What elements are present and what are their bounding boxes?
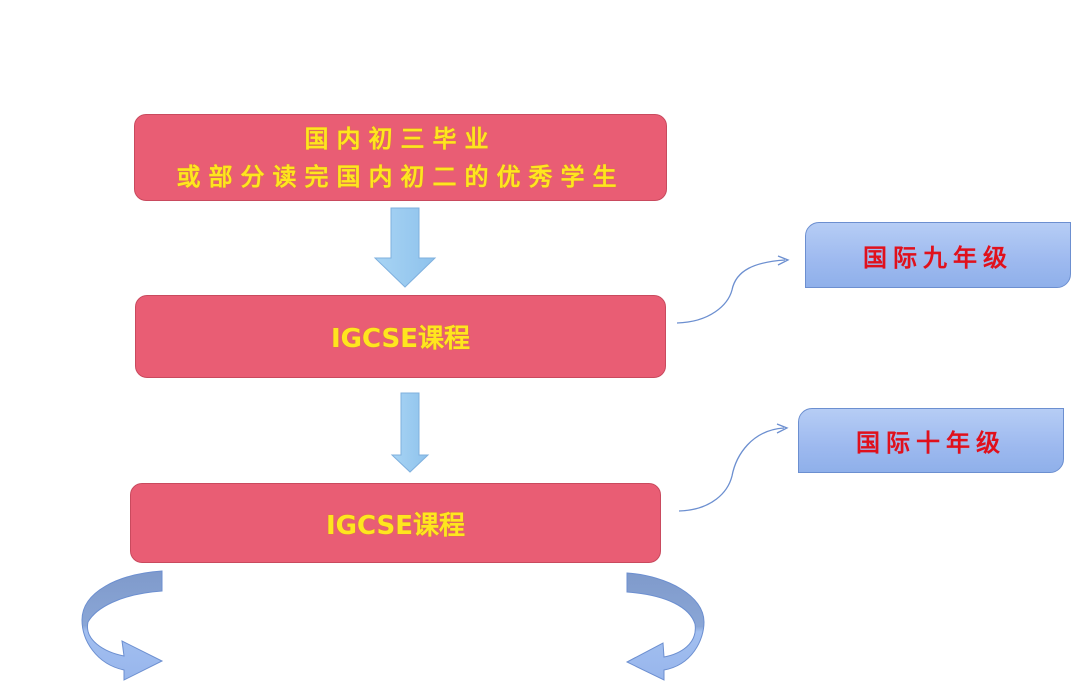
connector-curve-2 xyxy=(678,427,785,512)
connector-curve-1 xyxy=(676,259,786,324)
connector-arrowhead-icon-2 xyxy=(776,423,789,434)
igcse-course-box-1: IGCSE课程 xyxy=(135,295,666,378)
grade-nine-label: 国际九年级 xyxy=(863,242,1013,272)
connector-arrowhead-icon-1 xyxy=(777,255,790,266)
down-arrow-icon-2 xyxy=(390,392,430,473)
start-box-line2: 或部分读完国内初二的优秀学生 xyxy=(176,162,625,191)
grade-ten-box: 国际十年级 xyxy=(798,408,1064,473)
igcse-course-box-2: IGCSE课程 xyxy=(130,483,661,563)
grade-nine-box: 国际九年级 xyxy=(805,222,1071,288)
igcse-course-label-1: IGCSE课程 xyxy=(330,324,471,354)
start-box-line1: 国内初三毕业 xyxy=(304,124,497,153)
down-arrow-icon-1 xyxy=(373,207,437,288)
igcse-course-label-2: IGCSE课程 xyxy=(325,510,466,541)
grade-ten-label: 国际十年级 xyxy=(856,428,1006,457)
start-box: 国内初三毕业 或部分读完国内初二的优秀学生 xyxy=(134,114,667,201)
curved-arrow-right-icon xyxy=(625,572,705,681)
curved-arrow-left-icon xyxy=(81,570,164,681)
